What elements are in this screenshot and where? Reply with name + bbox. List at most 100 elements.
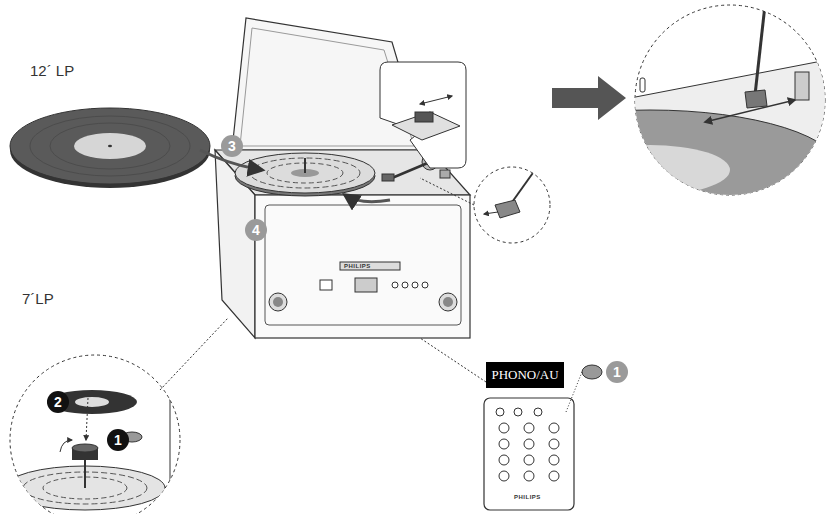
- turntable-unit: [215, 18, 470, 338]
- seven-inch-inset: [5, 318, 228, 514]
- play-position-inset-shape-shape: [755, 5, 765, 95]
- arm-clip-inset-shape: [380, 62, 466, 168]
- turntable-unit-shape: [273, 297, 283, 307]
- node-text: PHONO/AU: [491, 367, 558, 383]
- callout-circles-shape: [245, 219, 267, 241]
- remote-control-shape: [514, 408, 522, 416]
- play-position-inset-shape-shape: [570, 145, 730, 195]
- stylus-inset-shape-shape: [484, 212, 498, 214]
- remote-control-shape: [499, 423, 509, 433]
- seven-inch-inset-shape-shape: [47, 390, 137, 414]
- twelve-inch-record-shape: [108, 145, 112, 147]
- seven-inch-inset-shape-shape: [75, 397, 109, 407]
- turntable-unit-shape: [422, 282, 428, 288]
- turntable-unit-shape: [439, 293, 457, 311]
- next-step-arrow: [552, 76, 626, 120]
- source-leader-shape: [420, 338, 486, 382]
- stylus-inset: [420, 167, 550, 243]
- twelve-inch-record: [10, 108, 210, 188]
- stylus-inset-shape-shape: [495, 200, 520, 218]
- turntable-unit-shape: [402, 282, 408, 288]
- turntable-unit-shape: [265, 205, 461, 325]
- turntable-unit-shape: [269, 293, 287, 311]
- turntable-unit-shape: [392, 162, 430, 178]
- turntable-unit-shape: [340, 262, 400, 270]
- seven-inch-inset-shape: [107, 429, 129, 451]
- arm-clip-inset: [380, 62, 466, 168]
- arm-clip-inset-shape: [392, 112, 460, 140]
- stylus-inset-shape-shape: [510, 170, 535, 205]
- play-position-inset-shape-shape: [460, 110, 827, 230]
- callout-circles-shape: [606, 361, 628, 383]
- play-position-inset-shape: [460, 5, 827, 230]
- source-button-label: PHONO/AU: [486, 362, 564, 388]
- record-size-label: 7´LP: [22, 290, 54, 307]
- turntable-unit-shape: [440, 170, 450, 178]
- turntable-unit-shape: [304, 158, 306, 173]
- next-step-arrow-shape: [552, 76, 626, 120]
- twelve-inch-record-shape: [30, 116, 190, 176]
- seven-inch-inset-shape: [5, 360, 170, 514]
- remote-control-shape: [496, 408, 504, 416]
- play-position-inset-shape-shape: [705, 100, 795, 122]
- remote-control-shape: [549, 423, 559, 433]
- remote-control-shape: [582, 365, 602, 379]
- remote-control-shape: [524, 439, 534, 449]
- remote-control-shape: [534, 408, 542, 416]
- remote-control-shape: [524, 471, 534, 481]
- seven-inch-inset-shape: [47, 391, 69, 413]
- seven-inch-inset-shape-shape: [170, 360, 171, 514]
- seven-inch-inset-shape-shape: [72, 444, 98, 452]
- twelve-inch-record-shape: [10, 108, 210, 184]
- remote-control-shape: [549, 455, 559, 465]
- callout-number: 3: [222, 136, 242, 156]
- callout-number: 1: [607, 362, 627, 382]
- remote-control-shape: [499, 471, 509, 481]
- turntable-unit-shape: [412, 282, 418, 288]
- turntable-unit-shape: [443, 297, 453, 307]
- twelve-inch-record-shape: [74, 133, 146, 159]
- stylus-inset-shape: [420, 178, 474, 205]
- turntable-unit-shape: [235, 153, 375, 193]
- seven-inch-inset-shape-shape: [60, 440, 72, 452]
- seven-inch-inset-shape: [160, 318, 228, 390]
- turntable-unit-shape: [355, 278, 377, 292]
- twelve-inch-record-shape: [50, 123, 170, 169]
- arm-clip-inset-shape: [415, 112, 433, 122]
- remote-control-shape: [549, 439, 559, 449]
- remote-control-shape: [499, 455, 509, 465]
- remote-control-shape: [499, 439, 509, 449]
- play-position-inset-shape-shape: [640, 78, 645, 92]
- source-leader: [420, 338, 486, 382]
- remote-control-shape: [524, 423, 534, 433]
- callout-number: 1: [108, 430, 128, 450]
- seven-inch-inset-shape-shape: [84, 460, 86, 488]
- placement-arrows-shape: [345, 195, 390, 202]
- callout-circles: [221, 81, 628, 383]
- arm-clip-inset-shape: [420, 96, 452, 104]
- brand-label: PHILIPS: [344, 263, 371, 269]
- turntable-unit-shape: [250, 158, 360, 188]
- brand-label: PHILIPS: [514, 494, 541, 500]
- record-size-label: 12´ LP: [30, 62, 74, 79]
- seven-inch-inset-shape-shape: [86, 398, 88, 440]
- callout-circles-shape: [221, 135, 243, 157]
- play-position-inset: [460, 5, 827, 230]
- callout-number: 2: [48, 392, 68, 412]
- remote-control-shape: [566, 372, 582, 412]
- stylus-inset-shape: [474, 167, 550, 243]
- play-position-inset-shape-shape: [795, 72, 809, 100]
- callout-number: 2: [382, 82, 402, 102]
- callout-number: 4: [246, 220, 266, 240]
- stylus-inset-shape: [484, 170, 535, 218]
- play-position-inset-shape-shape: [745, 90, 767, 108]
- turntable-unit-shape: [382, 174, 394, 181]
- turntable-unit-shape: [320, 280, 332, 290]
- remote-control-shape: [549, 471, 559, 481]
- remote-control-shape: [524, 455, 534, 465]
- placement-arrows: [200, 150, 390, 202]
- turntable-unit-shape: [232, 18, 424, 150]
- turntable-unit-shape: [392, 282, 398, 288]
